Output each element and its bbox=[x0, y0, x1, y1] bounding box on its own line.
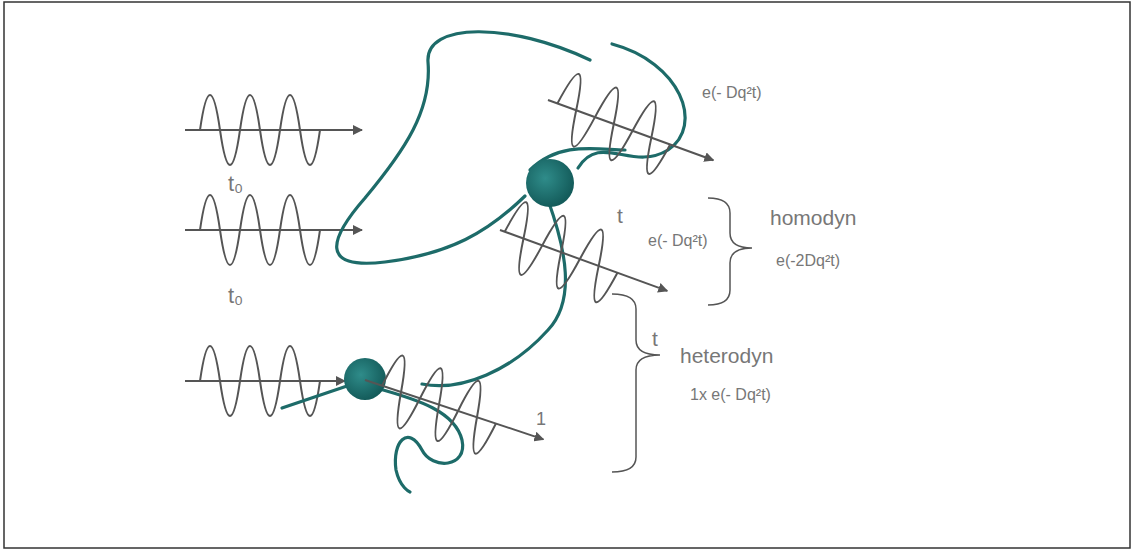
incident-waves bbox=[185, 95, 362, 416]
mode-label: homodyn bbox=[770, 206, 856, 229]
mode-label: heterodyn bbox=[680, 344, 773, 367]
decay-formula: 1x e(- Dq²t) bbox=[690, 386, 771, 404]
decay-formula: e(- Dq²t) bbox=[648, 232, 708, 250]
time-label: t bbox=[617, 204, 623, 227]
decay-formula: e(-2Dq²t) bbox=[776, 252, 840, 270]
time-label: t₀ bbox=[228, 284, 243, 308]
homodyne-brace bbox=[708, 198, 752, 305]
amplitude-label: 1 bbox=[536, 410, 546, 430]
frame bbox=[4, 2, 1130, 548]
heterodyne-brace bbox=[612, 294, 660, 472]
time-label: t bbox=[652, 327, 658, 350]
polymer-chain bbox=[282, 32, 685, 492]
decay-formula: e(- Dq²t) bbox=[702, 84, 762, 102]
scattered-waves bbox=[354, 67, 725, 472]
scattering-particle bbox=[526, 159, 574, 207]
scattering-particle bbox=[344, 358, 386, 400]
time-label: t₀ bbox=[228, 172, 243, 196]
